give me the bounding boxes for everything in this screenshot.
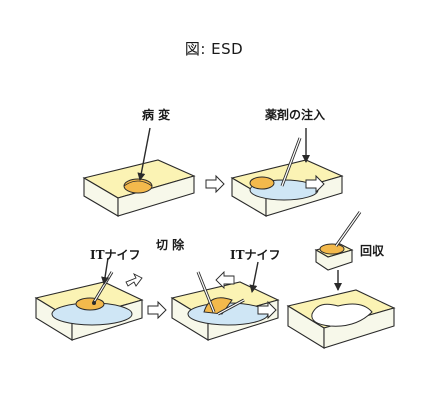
label-retrieval: 回収	[360, 244, 385, 258]
label-it-knife-2: ITナイフ	[230, 248, 281, 262]
it-knife-instrument-2	[196, 271, 245, 316]
flow-arrow-4	[257, 300, 277, 320]
knife-pointer-arrow-2	[249, 261, 259, 293]
flow-arrow-3	[147, 300, 167, 320]
resection-wound	[311, 303, 373, 327]
figure-title: 図: ESD	[184, 40, 244, 58]
lesion-pointer-arrow	[137, 127, 151, 181]
lesion-mass	[75, 297, 105, 311]
flow-arrow-2	[305, 174, 325, 194]
step-5-resected-block	[286, 289, 396, 349]
label-injection: 薬剤の注入	[265, 108, 326, 122]
motion-arrow-1	[125, 272, 143, 287]
injection-needle	[280, 137, 302, 187]
retrieved-specimen	[314, 243, 354, 271]
motion-arrow-2	[215, 270, 235, 290]
step-3-cutting-block	[34, 281, 144, 341]
knife-pointer-arrow-1	[101, 257, 110, 285]
label-lesion: 病 変	[142, 108, 171, 122]
lesion-mass	[249, 176, 275, 190]
label-it-knife-1: ITナイフ	[90, 248, 141, 262]
step-2-injection-block	[230, 159, 344, 217]
label-cutting: 切 除	[156, 238, 185, 252]
step-1-lesion-block	[82, 159, 196, 217]
retrieval-forceps	[334, 211, 362, 247]
flow-arrow-1	[205, 174, 225, 194]
